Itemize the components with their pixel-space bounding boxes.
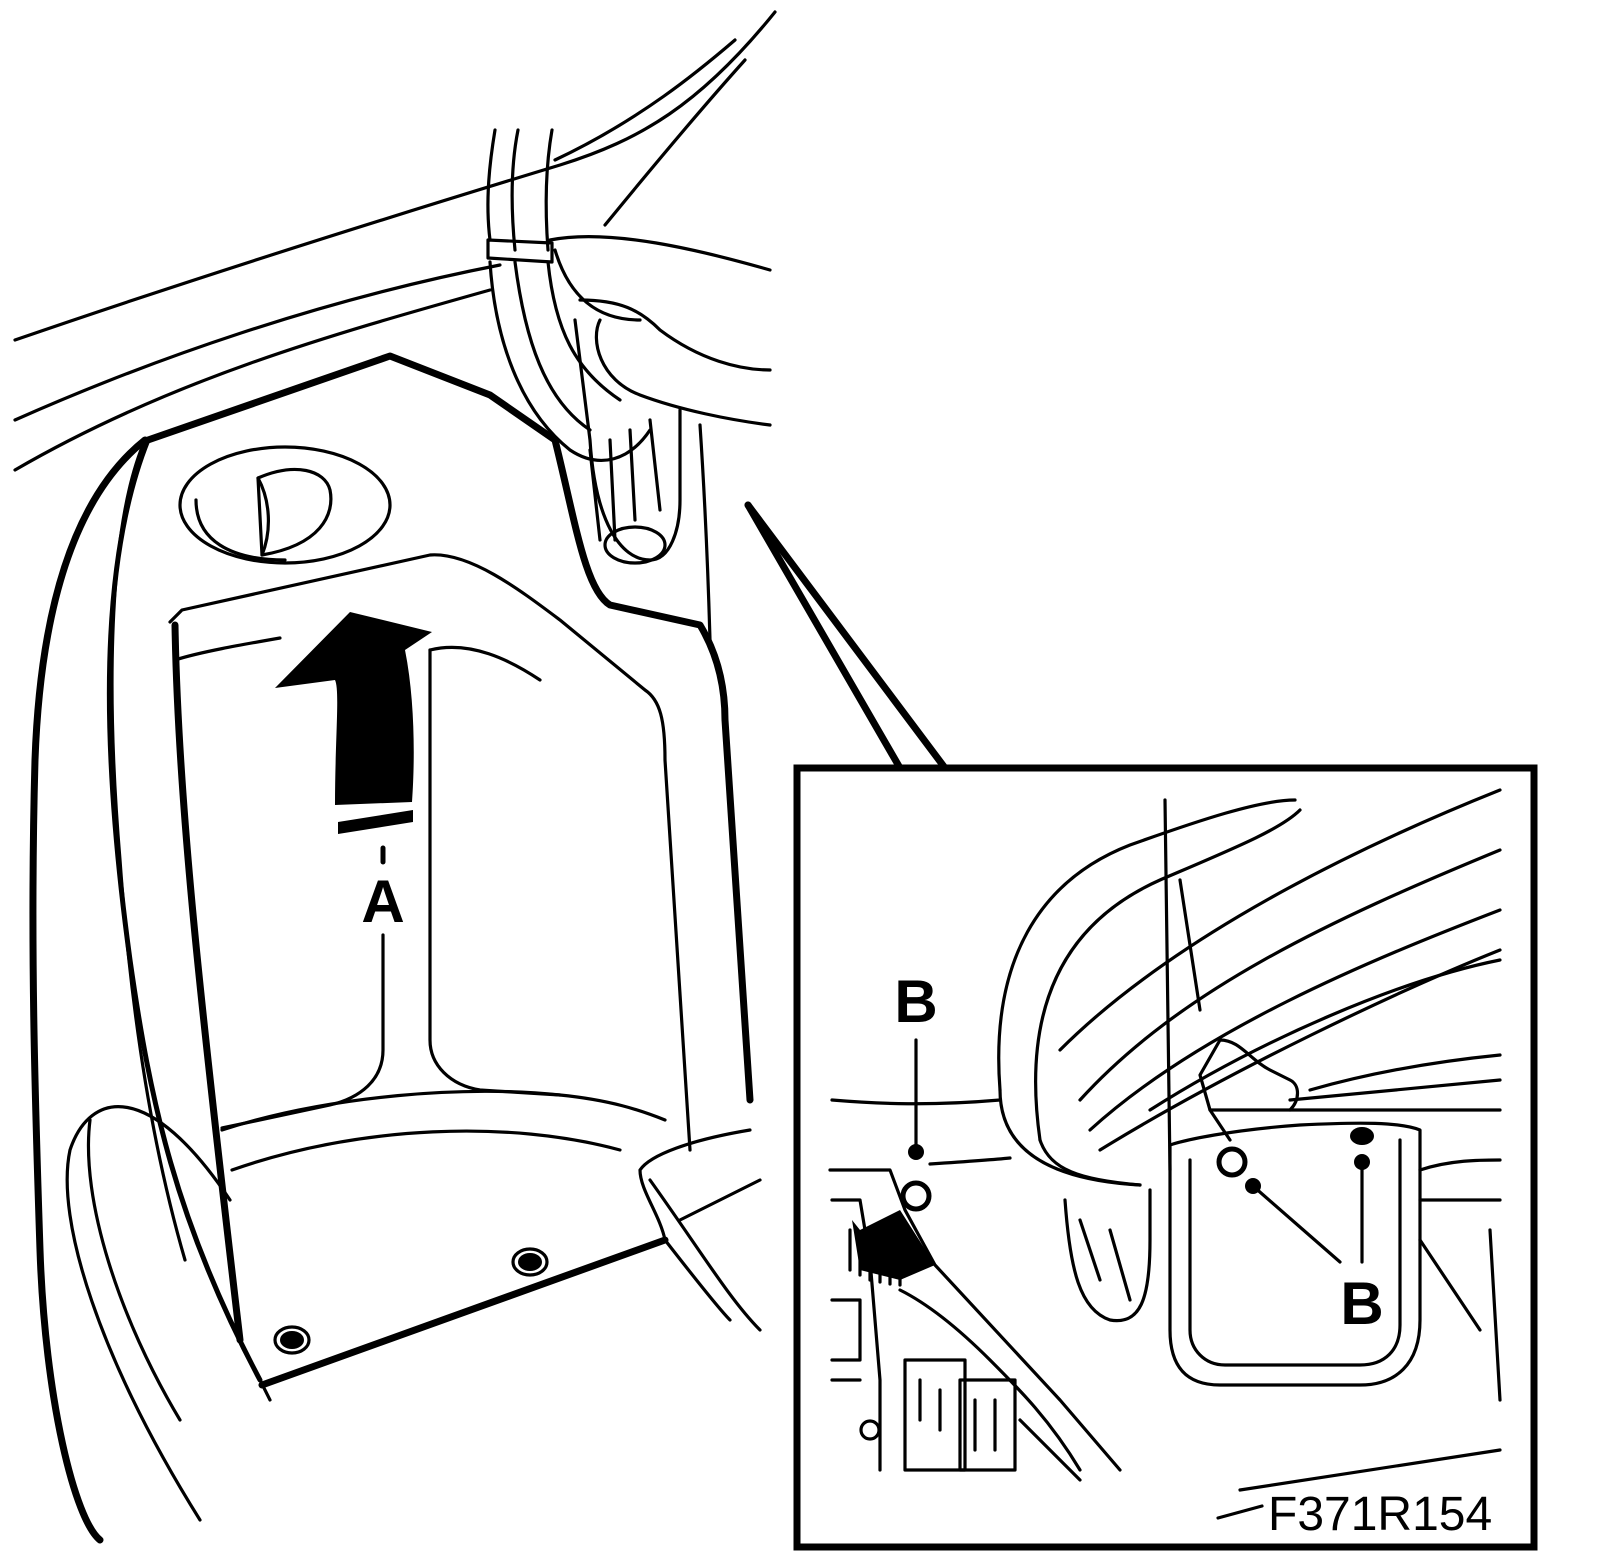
hinge-and-cables (486, 128, 772, 642)
label-b-left: B (894, 968, 937, 1035)
trunk-lid-body (13, 10, 777, 1544)
label-a: A (361, 868, 404, 935)
trim-panel (144, 352, 762, 1402)
callout-b-right: B (1216, 1127, 1384, 1337)
callout-b-left: B (894, 968, 938, 1212)
fastener-dot-2 (518, 1253, 542, 1271)
detail-inset: B B F371R154 (793, 764, 1538, 1551)
fastener-dot-1 (280, 1331, 304, 1349)
arrow-a-indicator: A (275, 612, 432, 935)
label-b-right: B (1340, 1270, 1383, 1337)
figure-id-label: F371R154 (1216, 1488, 1492, 1541)
detail-leader-lines (744, 501, 949, 772)
figure-id-text: F371R154 (1268, 1488, 1492, 1541)
